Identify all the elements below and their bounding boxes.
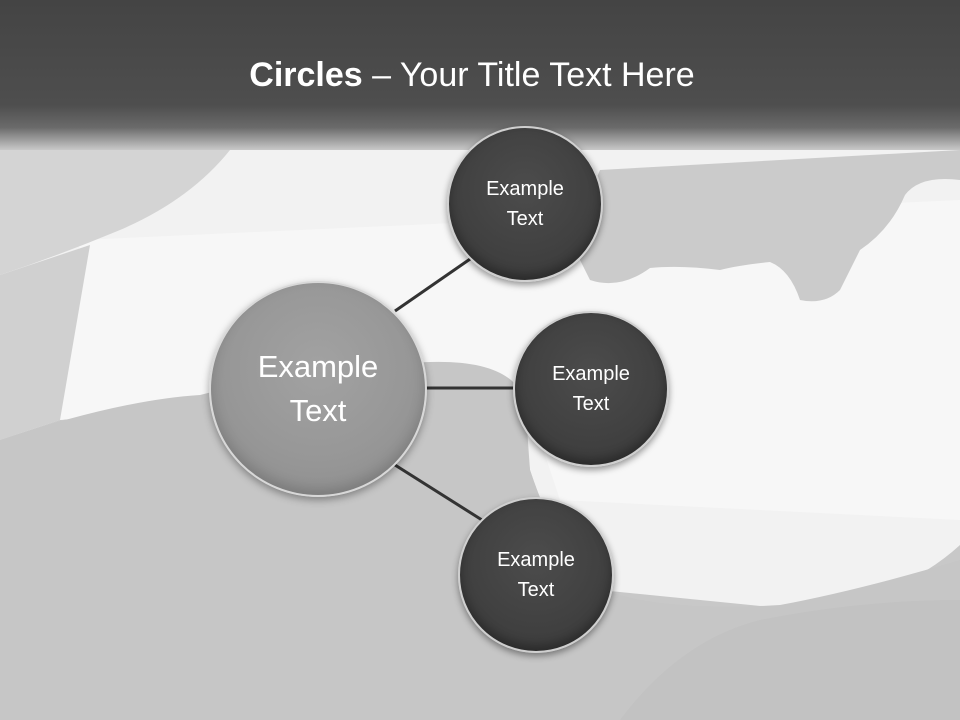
- connector-line-1: [394, 255, 474, 313]
- node-1-line-2: Text: [506, 208, 544, 230]
- node-2-line-1: Example: [552, 363, 630, 385]
- center-circle[interactable]: Example Text: [209, 281, 427, 497]
- title-bold: Circles: [249, 56, 363, 94]
- connector-line-3: [394, 463, 483, 522]
- node-circle-3-label: Example Text: [475, 545, 597, 605]
- node-circle-1[interactable]: Example Text: [447, 126, 603, 282]
- center-line-2: Text: [289, 393, 347, 428]
- node-circle-2-label: Example Text: [530, 359, 652, 419]
- node-circle-2[interactable]: Example Text: [513, 311, 669, 467]
- center-line-1: Example: [257, 349, 379, 384]
- node-circle-1-label: Example Text: [464, 174, 586, 234]
- title-rest: – Your Title Text Here: [362, 56, 695, 94]
- node-1-line-1: Example: [486, 178, 564, 200]
- title-bar: [0, 0, 960, 150]
- node-2-line-2: Text: [572, 393, 610, 415]
- center-circle-label: Example Text: [232, 345, 403, 433]
- node-circle-3[interactable]: Example Text: [458, 497, 614, 653]
- node-3-line-1: Example: [497, 549, 575, 571]
- slide-title: Circles – Your Title Text Here: [0, 52, 944, 98]
- node-3-line-2: Text: [517, 579, 555, 601]
